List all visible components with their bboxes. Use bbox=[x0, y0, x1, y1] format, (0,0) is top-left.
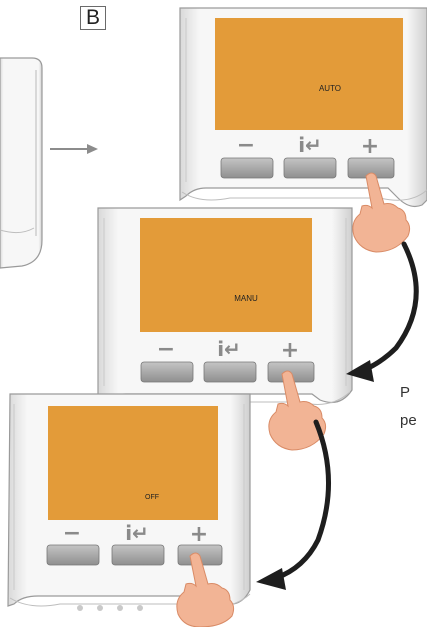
mode-text-off: OFF bbox=[145, 494, 159, 501]
side-text-line-1: P bbox=[400, 384, 411, 401]
lcd-screen-off bbox=[48, 406, 218, 520]
info-enter-glyph-2: i↵ bbox=[217, 337, 241, 361]
info-enter-glyph-3: i↵ bbox=[125, 521, 149, 545]
previous-device-partial bbox=[0, 57, 43, 269]
mode-text-auto: AUTO bbox=[319, 84, 341, 93]
minus-button-1[interactable] bbox=[220, 157, 274, 179]
minus-glyph-3: − bbox=[63, 521, 81, 546]
minus-glyph-2: − bbox=[157, 337, 175, 362]
thermostat-device-auto bbox=[179, 7, 427, 208]
step-label: B bbox=[80, 6, 106, 30]
thermostat-device-off bbox=[7, 393, 251, 611]
info-enter-glyph-1: i↵ bbox=[298, 133, 322, 157]
lcd-screen-auto bbox=[215, 18, 403, 130]
info-enter-button-1[interactable] bbox=[283, 157, 337, 179]
minus-glyph-1: − bbox=[237, 133, 255, 158]
minus-button-2[interactable] bbox=[140, 361, 194, 383]
thermostat-device-manu bbox=[97, 207, 353, 405]
info-enter-button-3[interactable] bbox=[111, 544, 165, 566]
info-enter-button-2[interactable] bbox=[203, 361, 257, 383]
curved-arrow-icon bbox=[256, 241, 419, 590]
straight-arrow-icon bbox=[50, 144, 98, 154]
plus-glyph-2: + bbox=[281, 338, 299, 363]
hand-pointer-icon bbox=[176, 172, 411, 627]
mode-text-manu: MANU bbox=[234, 294, 258, 303]
plus-glyph-1: + bbox=[361, 134, 379, 159]
minus-button-3[interactable] bbox=[46, 544, 100, 566]
side-text-line-2: pe bbox=[400, 412, 417, 429]
plus-glyph-3: + bbox=[190, 522, 208, 547]
lcd-screen-manu bbox=[140, 218, 312, 332]
